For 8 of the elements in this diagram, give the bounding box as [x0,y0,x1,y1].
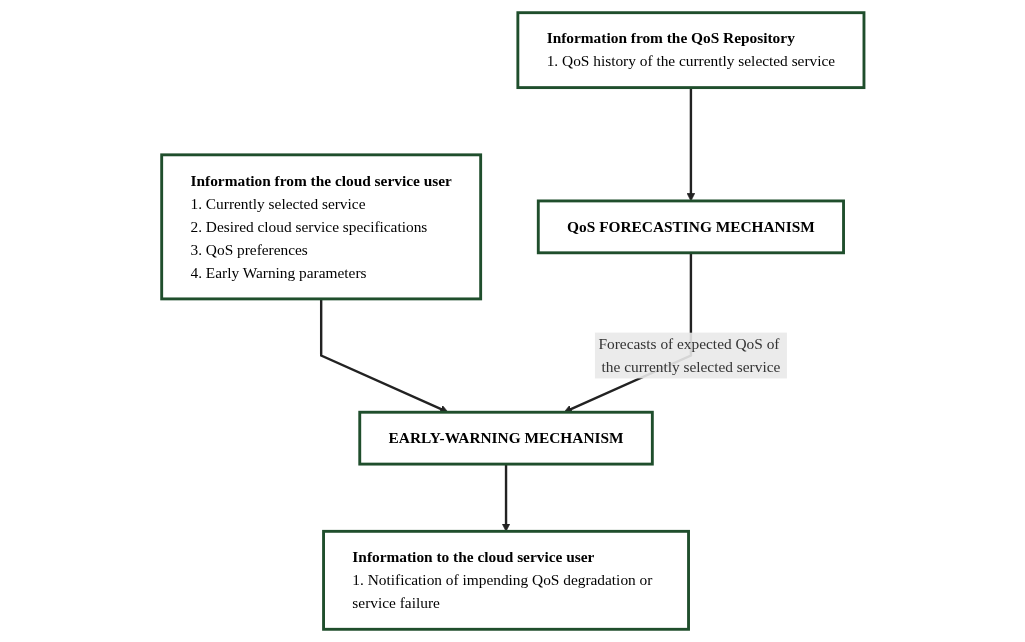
node-box: EARLY-WARNING MECHANISM [358,410,654,466]
arrow [319,298,449,413]
node-box: QoS FORECASTING MECHANISM [536,199,845,255]
node-box: Information from the cloud service user 1. Currently selected service 2. Desired cloud service specifications 3. QoS preferences 4. Early Warning parameters [159,153,482,301]
node-box: Information from the QoS Repository 1. QoS history of the currently selected service [516,11,866,90]
arrow [501,464,510,532]
node-box: Information to the cloud service user 1. Notification of impending QoS degradation or service failure [321,529,690,631]
edge-label: Forecasts of expected QoS of the currently selected service [598,335,780,375]
